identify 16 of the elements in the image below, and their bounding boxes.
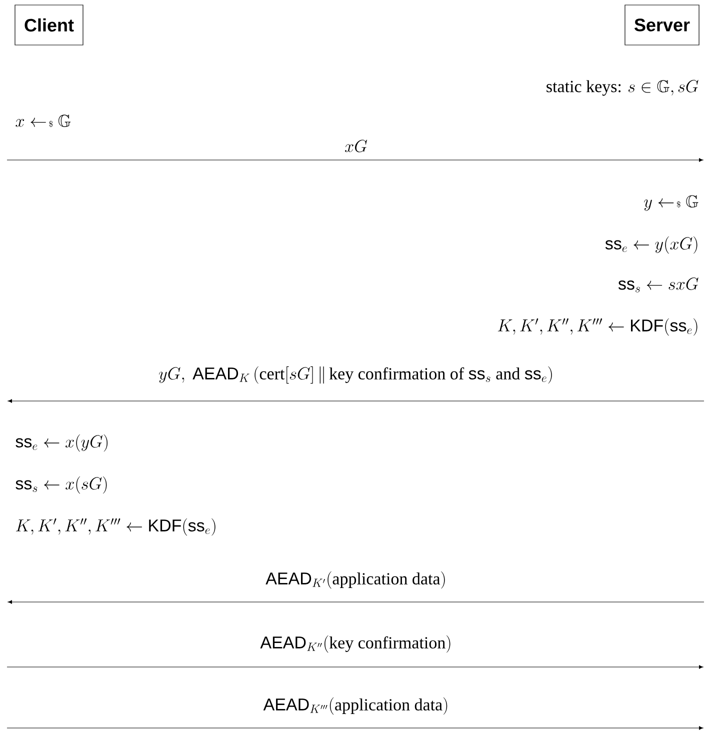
message-label: $yG,\ \mathsf{AEAD}_K\left(\mathrm{cert}[sG]\,\|\,\text{key confirmation of }\mathsf{ss}_s\text{ and }\mathsf{ss}_e\right)$ bbox=[159, 366, 552, 384]
formula: $\mathsf{ss}_e \leftarrow y(xG)$ bbox=[605, 236, 698, 254]
formula: $K, K', K'', K''' \leftarrow \mathsf{KDF}(\mathsf{ss}_e)$ bbox=[498, 318, 698, 336]
participant-box: Server bbox=[624, 4, 700, 46]
message-label: $\mathsf{AEAD}_{K'}(\text{application data})$ bbox=[266, 571, 445, 589]
formula: $K, K', K'', K''' \leftarrow \mathsf{KDF}(\mathsf{ss}_e)$ bbox=[16, 518, 216, 536]
formula: $x \mathrel{\leftarrow\!{\scriptscriptstyle\$}} \mathbb{G}$ bbox=[16, 114, 71, 128]
formula: $\mathsf{ss}_e \leftarrow x(yG)$ bbox=[16, 434, 108, 452]
formula: $\mathsf{ss}_s \leftarrow x(sG)$ bbox=[16, 476, 107, 494]
formula: $y \mathrel{\leftarrow\!{\scriptscriptstyle\$}} \mathbb{G}$ bbox=[644, 195, 698, 211]
participant-box: Client bbox=[14, 4, 84, 46]
message-label: $\mathsf{AEAD}_{K''}(\text{key confirmation})$ bbox=[260, 635, 450, 653]
formula: $\text{static keys: } s \in \mathbb{G}, sG$ bbox=[546, 80, 698, 96]
message-label: $\mathsf{AEAD}_{K'''}(\text{application data})$ bbox=[263, 697, 448, 715]
message-label: $xG$ bbox=[345, 140, 368, 152]
formula: $\mathsf{ss}_s \leftarrow sxG$ bbox=[618, 277, 698, 292]
